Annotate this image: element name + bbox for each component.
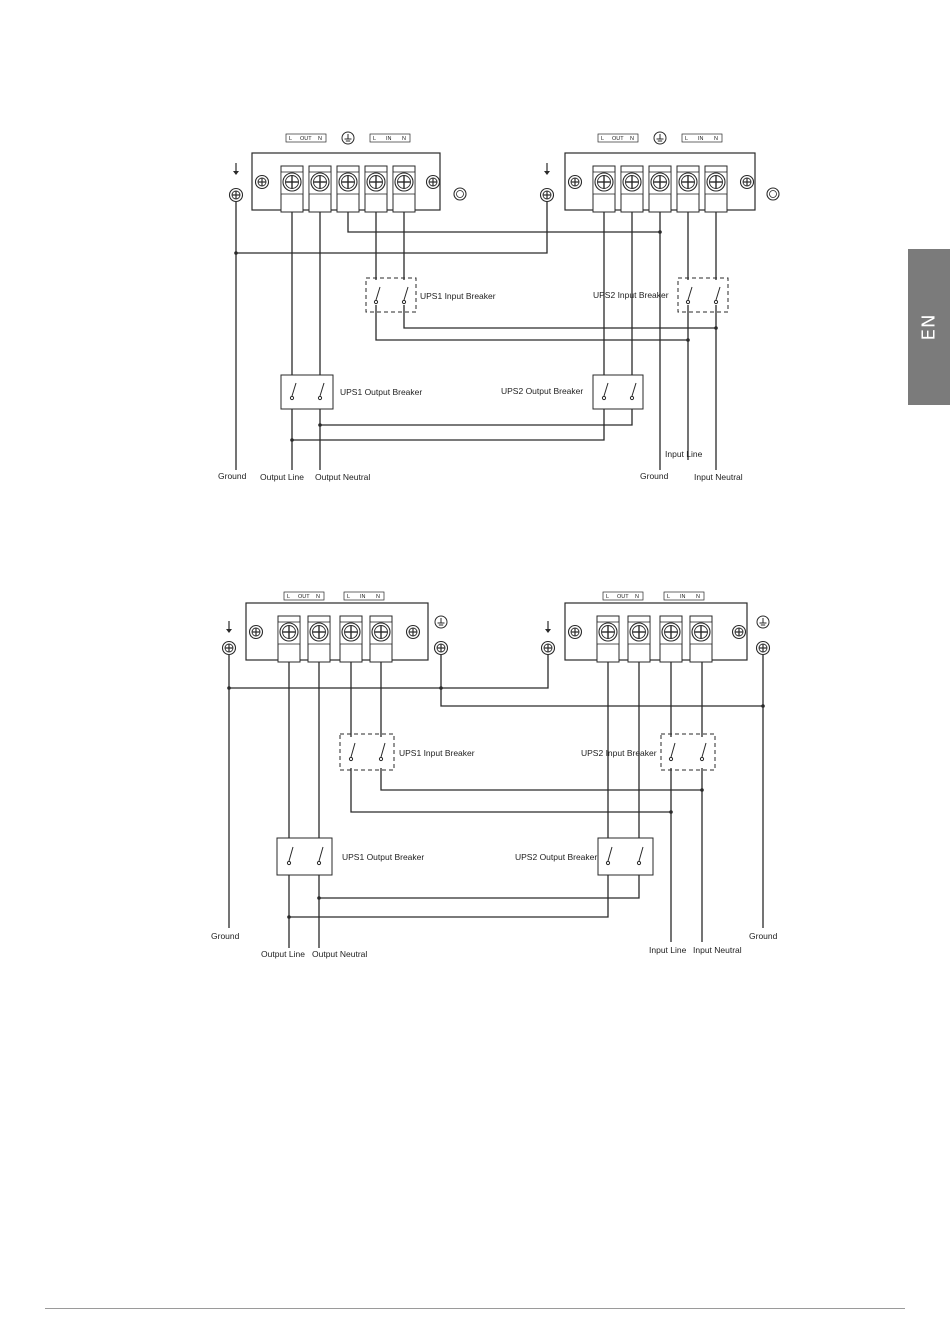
- d2-ups2-out-n: N: [635, 594, 639, 600]
- d2-ups1-output-breaker: UPS1 Output Breaker: [276, 837, 424, 876]
- ups2-in-l: L: [685, 136, 688, 142]
- ups1-in-n: N: [402, 136, 406, 142]
- ups2-out-n: N: [630, 136, 634, 142]
- d2-ups1-ground-arrow-icon: [225, 620, 233, 634]
- footer-rule: [45, 1308, 905, 1309]
- ups1-input-breaker: UPS1 Input Breaker: [365, 277, 496, 313]
- d2-output-line-label: Output Line: [261, 949, 305, 959]
- diagram-1-wires: [234, 201, 718, 470]
- d2-ups2-earth-icon: [756, 615, 770, 629]
- ups1-in-label: IN: [386, 136, 392, 142]
- ups2-ground-arrow-icon: [543, 162, 551, 176]
- ups2-in-n: N: [714, 136, 718, 142]
- d2-input-line-label: Input Line: [649, 945, 687, 955]
- ups1-out-l: L: [289, 136, 292, 142]
- d2-output-neutral-label: Output Neutral: [312, 949, 367, 959]
- d2-ups2-out-l: L: [606, 594, 609, 600]
- d2-ups2-ground-screw-icon: [540, 640, 556, 656]
- ups2-input-breaker-label: UPS2 Input Breaker: [593, 290, 669, 300]
- d1-ground-left-label: Ground: [218, 471, 247, 481]
- d1-ground-right-label: Ground: [640, 471, 669, 481]
- ups1-out-label: OUT: [300, 136, 312, 142]
- language-tab: EN: [908, 249, 950, 405]
- d2-ups2-in-n: N: [696, 594, 700, 600]
- diagram-2-wires: [227, 655, 765, 948]
- ups2-ground-screw-icon: [539, 187, 555, 203]
- d2-ups2-out-label: OUT: [617, 594, 629, 600]
- diagram-1: L OUT N L IN N: [218, 131, 780, 482]
- ups2-input-breaker: UPS2 Input Breaker: [593, 277, 729, 313]
- d2-ups2-input-breaker: UPS2 Input Breaker: [581, 733, 716, 771]
- d2-ups2-output-breaker-label: UPS2 Output Breaker: [515, 852, 597, 862]
- d2-ups1-earth-icon: [434, 615, 448, 629]
- d1-output-neutral-label: Output Neutral: [315, 472, 370, 482]
- ups1-terminal-block: L OUT N L IN N: [251, 131, 467, 212]
- ups1-out-n: N: [318, 136, 322, 142]
- ups1-in-l: L: [373, 136, 376, 142]
- ups2-out-label: OUT: [612, 136, 624, 142]
- diagram-2: L OUT N L IN N L: [211, 591, 778, 959]
- ups1-input-breaker-label: UPS1 Input Breaker: [420, 291, 496, 301]
- d1-output-line-label: Output Line: [260, 472, 304, 482]
- ups1-output-breaker-label: UPS1 Output Breaker: [340, 387, 422, 397]
- d2-ups2-ground-arrow-icon: [544, 620, 552, 634]
- d2-input-neutral-label: Input Neutral: [693, 945, 742, 955]
- d2-ups1-out-n: N: [316, 594, 320, 600]
- d2-ups1-out-l: L: [287, 594, 290, 600]
- d2-ups2-in-l: L: [667, 594, 670, 600]
- d1-input-neutral-label: Input Neutral: [694, 472, 743, 482]
- d2-ups1-input-breaker-label: UPS1 Input Breaker: [399, 748, 475, 758]
- d2-ups1-terminal-block: L OUT N L IN N: [245, 591, 429, 662]
- ups1-output-breaker: UPS1 Output Breaker: [280, 374, 422, 410]
- d2-ups2-earth-screw-icon: [755, 640, 771, 656]
- d2-ups1-in-label: IN: [360, 594, 366, 600]
- d2-ups1-output-breaker-label: UPS1 Output Breaker: [342, 852, 424, 862]
- d2-ups2-in-label: IN: [680, 594, 686, 600]
- d2-ups2-output-breaker: UPS2 Output Breaker: [515, 837, 654, 876]
- d2-ups1-in-l: L: [347, 594, 350, 600]
- ups2-output-breaker-label: UPS2 Output Breaker: [501, 386, 583, 396]
- d2-ups1-in-n: N: [376, 594, 380, 600]
- ups2-terminal-block: L OUT N L IN N: [564, 131, 780, 212]
- d2-ground-right-label: Ground: [749, 931, 778, 941]
- d2-ups1-ground-screw-icon: [221, 640, 237, 656]
- d2-ups1-input-breaker: UPS1 Input Breaker: [339, 733, 475, 771]
- d1-input-line-label: Input Line: [665, 449, 703, 459]
- d2-ups2-input-breaker-label: UPS2 Input Breaker: [581, 748, 657, 758]
- ups1-ground-arrow-icon: [232, 162, 240, 176]
- ups2-output-breaker: UPS2 Output Breaker: [501, 374, 644, 410]
- d2-ups2-terminal-block: L OUT N L IN N: [564, 591, 748, 662]
- d2-ground-left-label: Ground: [211, 931, 240, 941]
- d2-ups1-out-label: OUT: [298, 594, 310, 600]
- ups2-in-label: IN: [698, 136, 704, 142]
- d2-ups1-earth-screw-icon: [433, 640, 449, 656]
- ups2-out-l: L: [601, 136, 604, 142]
- ups1-ground-screw-icon: [228, 187, 244, 203]
